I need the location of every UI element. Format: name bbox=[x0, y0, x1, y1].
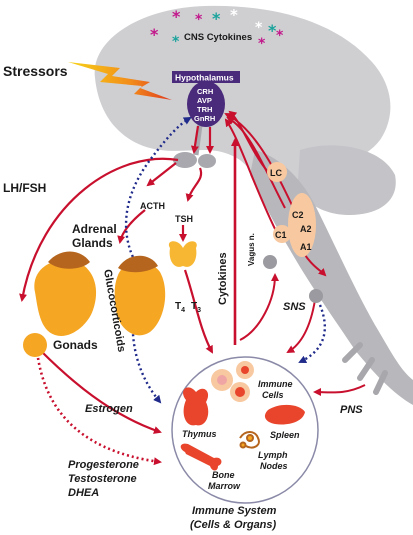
hypothalamic-outputs bbox=[19, 125, 214, 434]
lightning-bolt-icon bbox=[68, 62, 172, 100]
immune-system-label-1: Immune System bbox=[192, 505, 277, 517]
c1-label: C1 bbox=[275, 230, 287, 240]
cns-cytokines-label: CNS Cytokines bbox=[184, 32, 252, 43]
gnrh-label: GnRH bbox=[194, 114, 215, 123]
lymph-label-1: Lymph bbox=[258, 450, 288, 460]
pns-label: PNS bbox=[340, 404, 363, 416]
bone-label-2: Marrow bbox=[208, 481, 241, 491]
acth-label: ACTH bbox=[140, 201, 165, 211]
cerebellum bbox=[298, 145, 396, 215]
lc-label: LC bbox=[270, 168, 282, 178]
steroid-arrow bbox=[36, 357, 162, 466]
trh-label: TRH bbox=[197, 105, 212, 114]
hypothalamus-label: Hypothalamus bbox=[175, 73, 234, 83]
asterisk-icon: * bbox=[268, 21, 277, 40]
brainstem-nuclei bbox=[267, 162, 316, 257]
hypothalamus-header bbox=[172, 71, 240, 83]
pituitary bbox=[173, 152, 197, 168]
asterisk-icon: * bbox=[230, 6, 238, 24]
asterisk-icon: * bbox=[255, 20, 263, 36]
immune-system-circle bbox=[171, 356, 319, 504]
adrenal-glands bbox=[34, 251, 166, 336]
asterisk-icon: * bbox=[212, 9, 221, 28]
lymph-nodes bbox=[239, 431, 260, 449]
immune-cells-label-1: Immune bbox=[258, 379, 293, 389]
asterisk-icon: * bbox=[258, 36, 266, 52]
bone-label-1: Bone bbox=[212, 470, 235, 480]
gonads-label: Gonads bbox=[53, 338, 98, 352]
thyroid bbox=[168, 241, 197, 267]
sns-label: SNS bbox=[283, 301, 306, 313]
bone-marrow bbox=[180, 443, 222, 471]
cns-cytokine-asterisks: * * * * * * * * * * bbox=[150, 6, 284, 52]
asterisk-icon: * bbox=[172, 34, 180, 50]
asterisk-icon: * bbox=[172, 7, 181, 26]
vagus-label: Vagus n. bbox=[247, 233, 256, 266]
a1-label: A1 bbox=[300, 242, 312, 252]
thymus-label: Thymus bbox=[182, 429, 217, 439]
brainstem-pathways bbox=[224, 110, 366, 397]
asterisk-icon: * bbox=[195, 12, 203, 28]
gonads bbox=[23, 333, 47, 357]
stressors-label: Stressors bbox=[3, 63, 68, 79]
spleen-label: Spleen bbox=[270, 430, 300, 440]
crh-label: CRH bbox=[197, 87, 213, 96]
glucocorticoid-feedback bbox=[124, 116, 327, 404]
vagus-ganglion bbox=[263, 255, 277, 269]
spleen bbox=[264, 404, 305, 425]
hypothalamus-nucleus bbox=[187, 81, 225, 127]
spinal-roots bbox=[342, 342, 388, 395]
immune-system-label-2: (Cells & Organs) bbox=[190, 519, 277, 531]
t4-t3-label: T4 T3 bbox=[175, 301, 201, 314]
estrogen-label: Estrogen bbox=[85, 403, 133, 415]
pituitary-lobe bbox=[198, 154, 216, 168]
asterisk-icon: * bbox=[150, 25, 159, 44]
testosterone-label: Testosterone bbox=[68, 473, 137, 485]
adrenal-label-1: Adrenal bbox=[72, 222, 117, 236]
svg-text:T4: T4 bbox=[175, 301, 185, 314]
cytokines-label: Cytokines bbox=[217, 252, 229, 305]
asterisk-icon: * bbox=[276, 28, 284, 44]
avp-label: AVP bbox=[197, 96, 212, 105]
a2-label: A2 bbox=[300, 224, 312, 234]
adrenal-label-2: Glands bbox=[72, 236, 113, 250]
c2-label: C2 bbox=[292, 210, 304, 220]
svg-text:T3: T3 bbox=[191, 301, 201, 314]
immune-cells-label-2: Cells bbox=[262, 390, 284, 400]
progesterone-label: Progesterone bbox=[68, 459, 139, 471]
tsh-label: TSH bbox=[175, 214, 193, 224]
thymus bbox=[183, 387, 209, 426]
lh-fsh-label: LH/FSH bbox=[3, 181, 46, 195]
sns-ganglion bbox=[309, 289, 323, 303]
immune-cells bbox=[211, 361, 254, 402]
dhea-label: DHEA bbox=[68, 487, 99, 499]
lymph-label-2: Nodes bbox=[260, 461, 288, 471]
